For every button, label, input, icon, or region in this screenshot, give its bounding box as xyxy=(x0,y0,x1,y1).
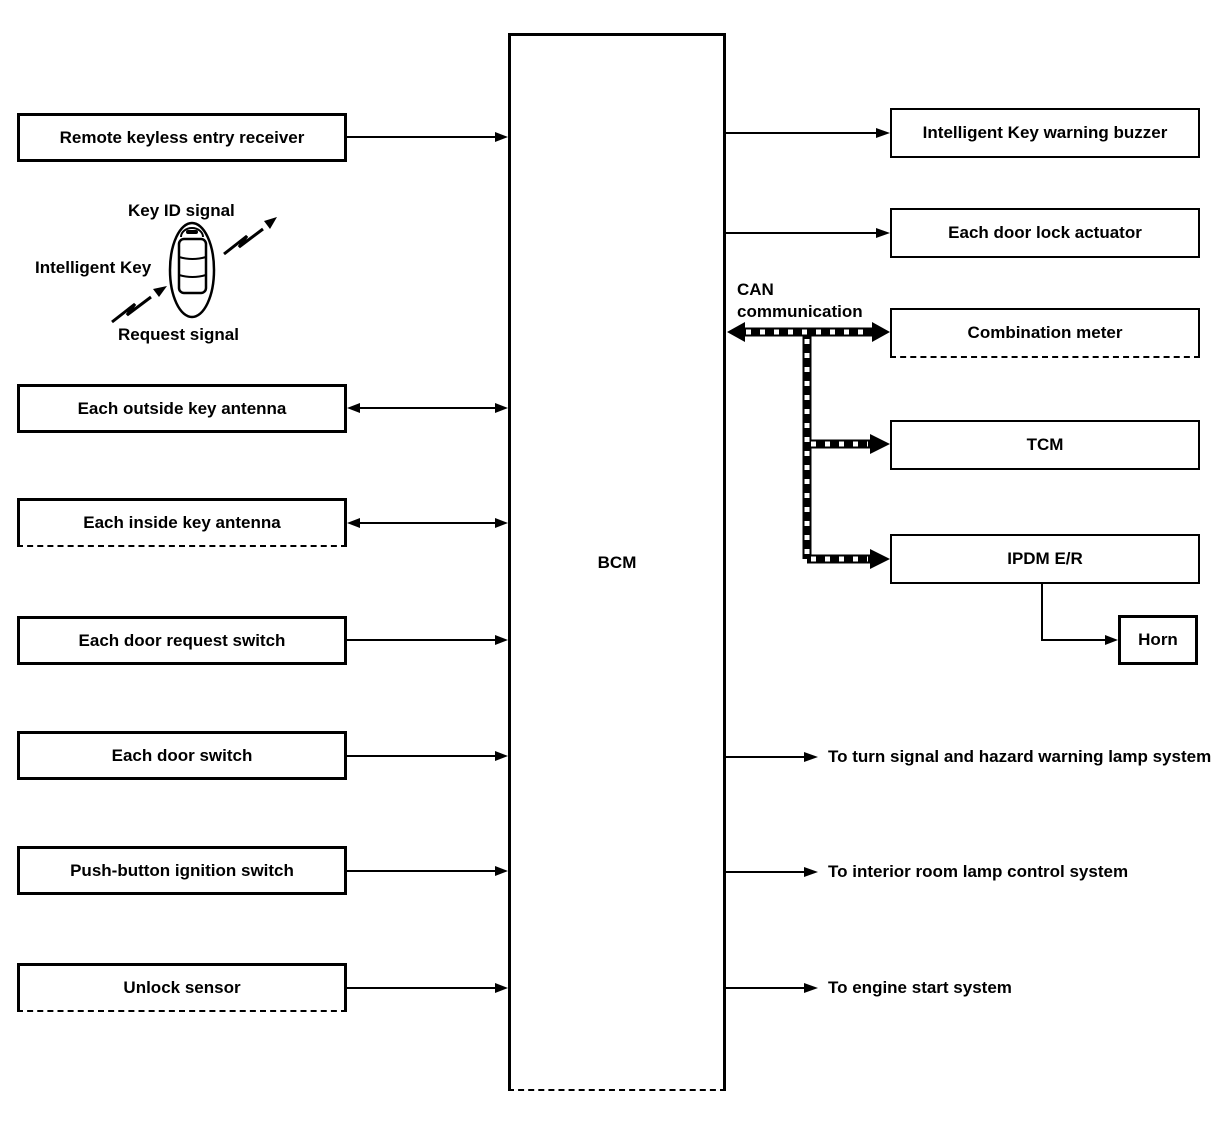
connector-ipdm-to-horn xyxy=(1041,584,1118,645)
connector-ignition-switch-to-bcm xyxy=(347,866,508,876)
key-id-signal-arrow-icon xyxy=(223,217,277,256)
request-signal-arrow-icon xyxy=(111,286,167,324)
box-label: Each door lock actuator xyxy=(948,223,1142,243)
box-bcm: BCM xyxy=(508,33,726,1091)
box-combination-meter: Combination meter xyxy=(890,308,1200,358)
box-intelligent-key-warning-buzzer: Intelligent Key warning buzzer xyxy=(890,108,1200,158)
box-label: Push-button ignition switch xyxy=(70,860,294,880)
connector-bcm-to-room-lamp-system xyxy=(726,867,818,877)
can-communication-label: CAN communication xyxy=(737,280,863,321)
can-bus-lines xyxy=(727,322,890,569)
box-each-door-request-switch: Each door request switch xyxy=(17,616,347,665)
intelligent-key-label: Intelligent Key xyxy=(35,258,152,277)
box-label: Each door switch xyxy=(111,745,253,765)
box-label: Remote keyless entry receiver xyxy=(59,127,305,147)
intelligent-key-icon xyxy=(111,217,277,324)
box-each-outside-key-antenna: Each outside key antenna xyxy=(17,384,347,433)
box-label: Each door request switch xyxy=(78,630,286,650)
engine-start-system-label: To engine start system xyxy=(828,978,1012,997)
box-remote-keyless-entry-receiver: Remote keyless entry receiver xyxy=(17,113,347,162)
box-label: Each inside key antenna xyxy=(83,513,281,533)
box-label: Intelligent Key warning buzzer xyxy=(922,123,1168,143)
connector-unlock-sensor-to-bcm xyxy=(347,983,508,993)
box-label: Unlock sensor xyxy=(123,978,241,998)
box-ipdm-er: IPDM E/R xyxy=(890,534,1200,584)
interior-room-lamp-system-label: To interior room lamp control system xyxy=(828,862,1129,881)
connector-door-request-switch-to-bcm xyxy=(347,635,508,645)
box-unlock-sensor: Unlock sensor xyxy=(17,963,347,1012)
connector-inside-antenna-bcm-bidirectional xyxy=(347,518,508,528)
box-each-door-switch: Each door switch xyxy=(17,731,347,780)
connector-bcm-to-engine-start-system xyxy=(726,983,818,993)
box-label: Each outside key antenna xyxy=(77,398,287,418)
box-label: Combination meter xyxy=(967,323,1123,343)
turn-signal-system-label: To turn signal and hazard warning lamp s… xyxy=(828,747,1212,766)
box-push-button-ignition-switch: Push-button ignition switch xyxy=(17,846,347,895)
box-label: Horn xyxy=(1138,630,1178,650)
connector-door-switch-to-bcm xyxy=(347,751,508,761)
key-id-signal-label: Key ID signal xyxy=(128,201,235,220)
bcm-label: BCM xyxy=(597,552,637,572)
box-each-inside-key-antenna: Each inside key antenna xyxy=(17,498,347,547)
box-tcm: TCM xyxy=(890,420,1200,470)
connector-bcm-to-door-lock-actuator xyxy=(726,228,890,238)
connector-outside-antenna-bcm-bidirectional xyxy=(347,403,508,413)
connector-remote-receiver-to-bcm xyxy=(347,132,508,142)
connector-bcm-to-warning-buzzer xyxy=(726,128,890,138)
box-label: IPDM E/R xyxy=(1007,549,1083,569)
connector-bcm-to-turn-signal-system xyxy=(726,752,818,762)
request-signal-label: Request signal xyxy=(118,325,239,344)
box-horn: Horn xyxy=(1118,615,1198,665)
box-label: TCM xyxy=(1026,435,1064,455)
box-each-door-lock-actuator: Each door lock actuator xyxy=(890,208,1200,258)
